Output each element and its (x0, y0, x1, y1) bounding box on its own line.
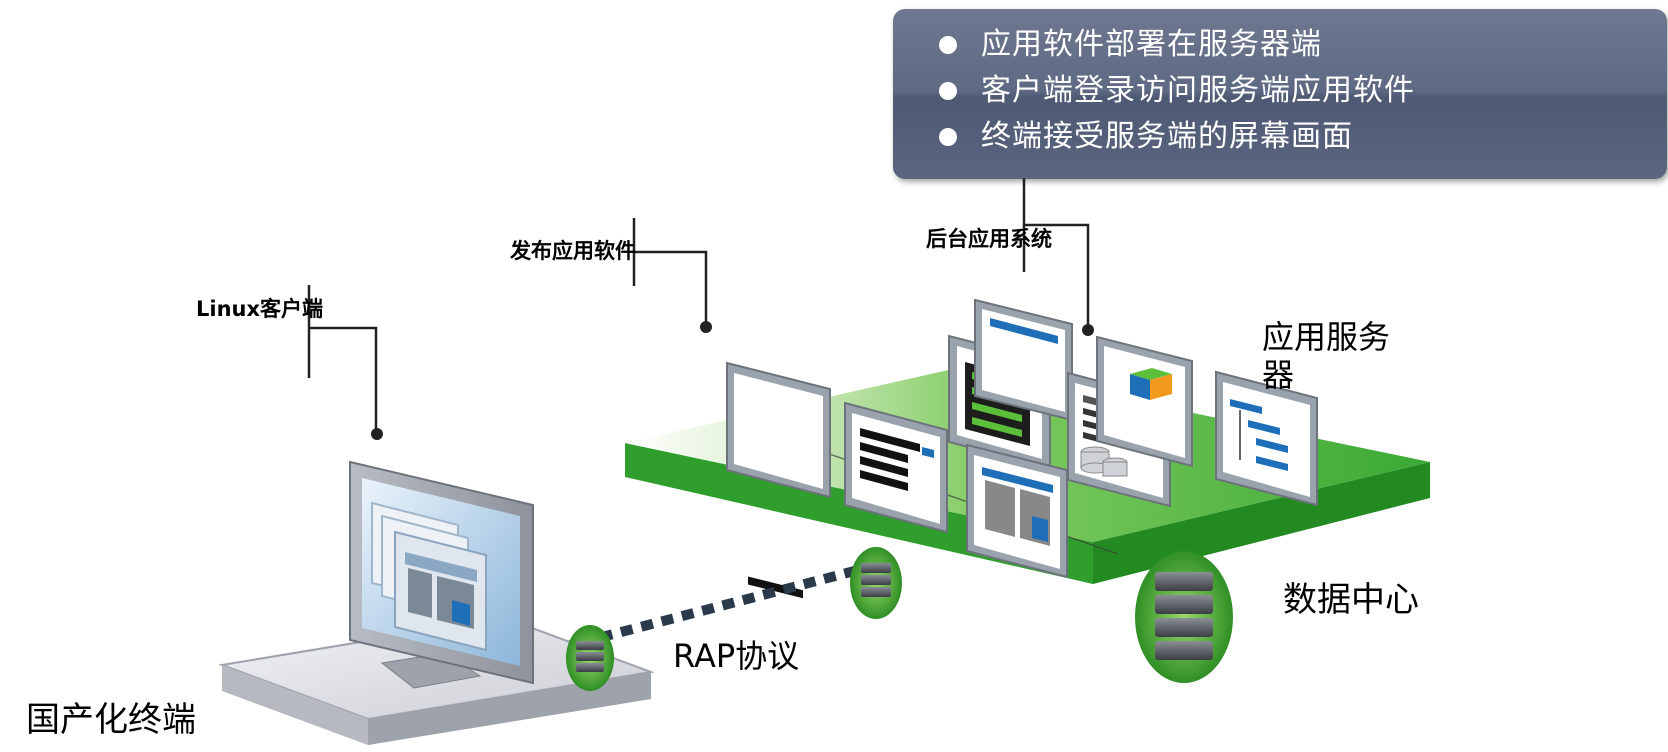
app-window-list (844, 401, 948, 534)
info-item-text: 终端接受服务端的屏幕画面 (981, 119, 1353, 154)
info-item-text: 应用软件部署在服务器端 (981, 27, 1322, 62)
bullet-icon (939, 36, 957, 54)
app-window-top (974, 298, 1073, 422)
server-icon-medium (850, 547, 902, 619)
bullet-icon (939, 82, 957, 100)
callout-dot (700, 321, 712, 333)
app-server-label: 应用服务器 (1262, 318, 1391, 394)
callout-dot (1082, 324, 1094, 336)
server-icon-small (566, 625, 614, 691)
terminal-monitor (349, 460, 534, 689)
backend-system-label: 后台应用系统 (926, 227, 1052, 251)
rap-connection-line (558, 563, 868, 653)
app-window-tree (1215, 370, 1318, 507)
app-window-layout (966, 443, 1068, 579)
app-window-publish (726, 361, 831, 599)
linux-client-label: Linux客户端 (196, 297, 324, 321)
callout-dot (371, 428, 383, 440)
server-icon-large (1135, 551, 1233, 683)
domestic-terminal-label: 国产化终端 (26, 700, 196, 740)
publish-app-label: 发布应用软件 (510, 239, 636, 263)
app-window-cubes (1096, 335, 1193, 468)
rap-protocol-label: RAP协议 (673, 637, 800, 675)
bullet-icon (939, 128, 957, 146)
info-item-text: 客户端登录访问服务端应用软件 (981, 73, 1415, 108)
data-center-label: 数据中心 (1283, 580, 1419, 620)
callout-lines (307, 178, 1090, 430)
info-box: 应用软件部署在服务器端 客户端登录访问服务端应用软件 终端接受服务端的屏幕画面 (893, 9, 1667, 179)
